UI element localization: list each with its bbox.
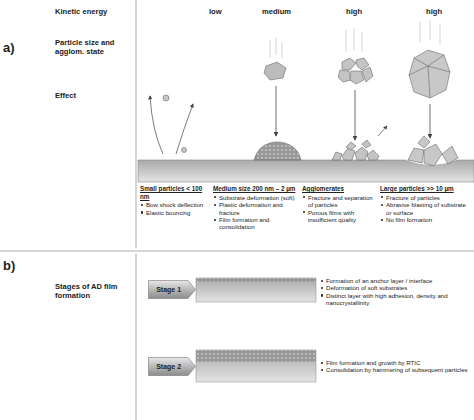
label-text: high: [346, 7, 386, 16]
bullet-text: Porous films with insufficient quality: [302, 209, 378, 224]
bullet-text: Consolidation by hammering of subsequent…: [320, 366, 472, 373]
label-text: b): [3, 258, 33, 274]
bullet-text: No film formation: [380, 216, 472, 223]
column-heading: Small particles < 100 nm: [140, 185, 212, 200]
text-column: AgglomeratesFracture and separation of p…: [302, 185, 378, 223]
label-text: Effect: [55, 91, 115, 100]
stage-arrow: Stage 1: [148, 280, 196, 299]
text-column: Large particles >> 10 µmFracture of part…: [380, 185, 472, 223]
label-text: Kinetic energy: [55, 7, 135, 16]
stage-arrow-outline: [149, 358, 196, 376]
label-text: high: [426, 7, 466, 16]
bullet-text: Substrate deformation (soft): [213, 194, 301, 201]
substrate: [138, 160, 474, 182]
text-column: Formation of an anchor layer / interface…: [320, 277, 472, 307]
bullet-text: Film formation and growth by RTIC: [320, 359, 472, 366]
bullet-text: Abrasive blasting of substrate or surfac…: [380, 201, 472, 216]
large-particle: [408, 20, 458, 166]
small-particles: [150, 95, 193, 154]
label-text: a): [3, 40, 33, 56]
column-heading: Agglomerates: [302, 185, 378, 193]
text-column: Film formation and growth by RTICConsoli…: [320, 359, 472, 374]
text-column: Medium size 200 nm – 2 µmSubstrate defor…: [213, 185, 301, 231]
text-column: Small particles < 100 nmBow shock deflec…: [140, 185, 212, 216]
label-text: Particle size and agglom. state: [55, 38, 130, 57]
stage-label: Stage 1: [148, 280, 189, 299]
bullet-text: Bow shock deflection: [140, 201, 212, 208]
label-text: low: [209, 7, 249, 16]
bullet-text: Film formation and consolidation: [213, 216, 301, 231]
bullet-text: Fracture of particles: [380, 194, 472, 201]
column-heading: Large particles >> 10 µm: [380, 185, 472, 193]
stage-arrow: Stage 2: [148, 357, 196, 376]
agglomerate: [332, 28, 387, 160]
stage-label: Stage 2: [148, 357, 189, 376]
stage-arrow-outline: [149, 281, 196, 299]
bullet-text: Fracture and separation of particles: [302, 194, 378, 209]
medium-particle: [254, 38, 301, 160]
label-text: Stages of AD film formation: [55, 282, 130, 301]
label-text: medium: [262, 7, 312, 16]
stage-layers: [196, 278, 316, 382]
bullet-text: Plastic deformation and fracture: [213, 201, 301, 216]
bullet-text: Distinct layer with high adhesion, densi…: [320, 292, 472, 307]
bullet-text: Elastic bouncing: [140, 209, 212, 216]
bullet-text: Formation of an anchor layer / interface: [320, 277, 472, 284]
bullet-text: Deformation of soft substrates: [320, 284, 472, 291]
column-heading: Medium size 200 nm – 2 µm: [213, 185, 301, 193]
